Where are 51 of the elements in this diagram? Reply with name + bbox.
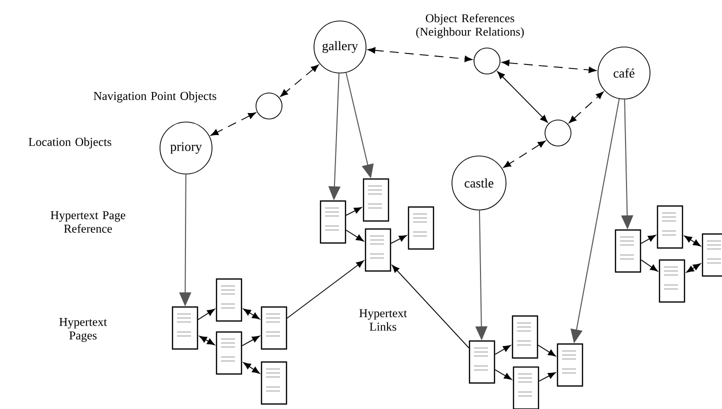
page-icon <box>658 259 686 303</box>
navigation-circle <box>544 120 572 146</box>
page-icon <box>614 229 642 273</box>
page-icon <box>656 205 684 249</box>
page-icon <box>512 366 540 409</box>
arrow <box>568 92 604 124</box>
arrow <box>640 234 656 244</box>
arrow <box>494 369 512 380</box>
page-icon <box>260 361 288 405</box>
arrow <box>390 235 407 244</box>
page-icon <box>216 278 242 322</box>
page-icon <box>556 343 584 387</box>
arrow <box>640 259 658 272</box>
navigation-circle <box>474 48 500 74</box>
page-icon <box>702 233 722 277</box>
arrow <box>210 112 256 136</box>
page-icon <box>320 200 346 244</box>
page-icon <box>216 331 242 375</box>
arrow <box>538 344 556 356</box>
arrow <box>538 372 556 382</box>
arrow <box>242 336 260 346</box>
arrow <box>497 71 548 123</box>
arrow <box>280 64 319 97</box>
page-icon <box>362 178 390 222</box>
arrow <box>494 345 511 355</box>
arrow <box>368 47 472 62</box>
page-icon <box>172 306 198 350</box>
label: Object References (Neighbour Relations) <box>416 14 524 38</box>
page-icon <box>260 306 288 350</box>
arrow <box>243 308 260 320</box>
label: Navigation Point Objects <box>94 92 216 102</box>
page-icon <box>364 228 392 272</box>
arrow <box>502 60 596 74</box>
arrow <box>686 263 701 273</box>
arrow <box>243 362 260 374</box>
label: Hypertext Links <box>359 309 407 331</box>
arrow <box>199 336 215 346</box>
page-icon <box>468 340 496 384</box>
arrow <box>684 236 701 246</box>
arrow <box>503 140 546 168</box>
label: Hypertext Page Reference <box>50 211 126 233</box>
page-icon <box>408 206 434 250</box>
label: Location Objects <box>28 138 112 148</box>
navigation-circle <box>256 92 282 120</box>
arrow <box>392 264 470 348</box>
arrow <box>346 207 362 216</box>
page-icon <box>512 315 538 359</box>
label: Hypertext Pages <box>59 318 107 342</box>
arrow <box>286 260 364 319</box>
arrow <box>198 308 215 320</box>
arrow <box>346 230 364 242</box>
